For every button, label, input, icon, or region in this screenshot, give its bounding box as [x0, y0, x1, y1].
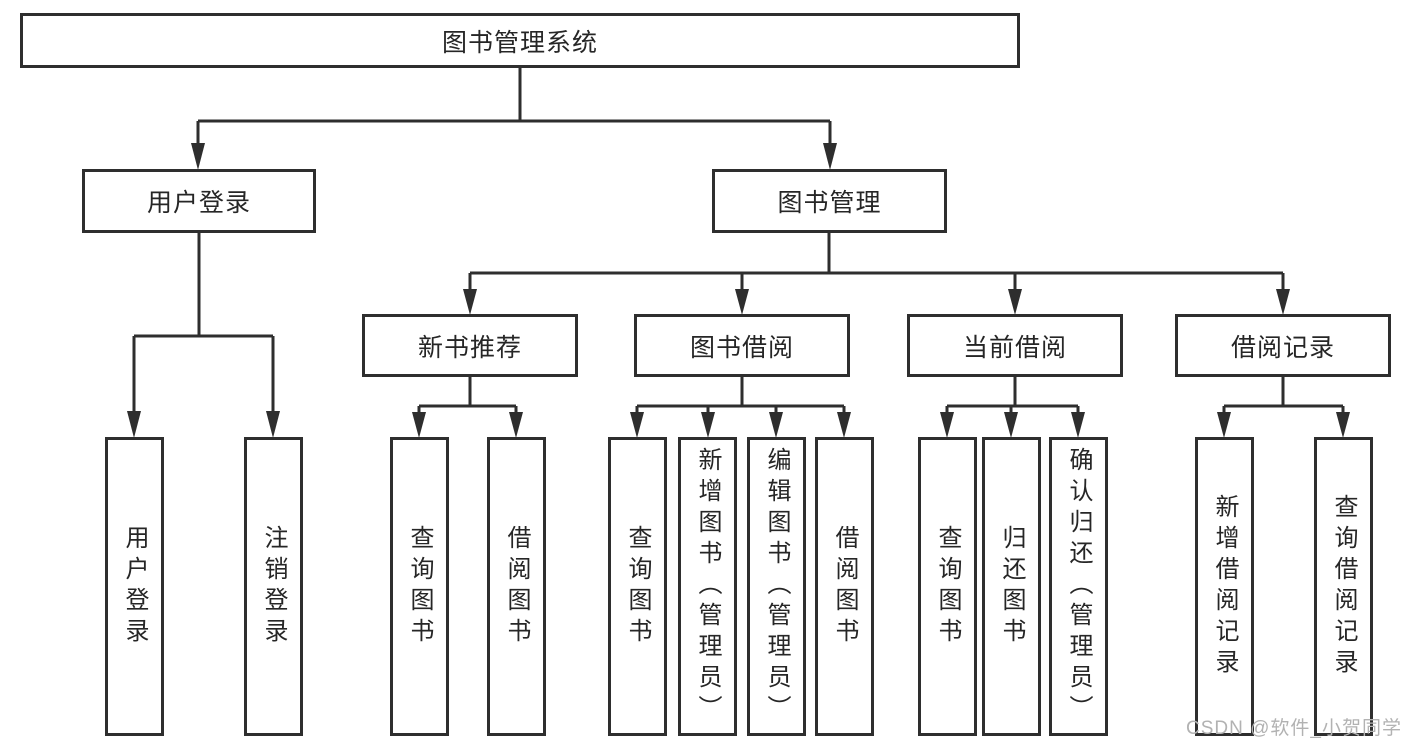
- connector-root-to-level2: [191, 68, 837, 170]
- connector-new-book-recommend-to-leaves: [412, 377, 523, 438]
- connector-user-login-to-leaves: [127, 233, 280, 438]
- node-book-borrowing: 图书借阅: [634, 314, 850, 377]
- node-borrow-records: 借阅记录: [1175, 314, 1391, 377]
- leaf-edit-books-admin: 编辑图书（管理员）: [747, 437, 806, 736]
- node-current-borrowing: 当前借阅: [907, 314, 1123, 377]
- leaf-user-login: 用户登录: [105, 437, 164, 736]
- leaf-logout: 注销登录: [244, 437, 303, 736]
- node-book-management: 图书管理: [712, 169, 947, 233]
- node-library-management-system: 图书管理系统: [20, 13, 1020, 68]
- connector-book-borrowing-to-leaves: [630, 377, 851, 438]
- node-user-login: 用户登录: [82, 169, 316, 233]
- node-new-book-recommend: 新书推荐: [362, 314, 578, 377]
- connector-book-management-to-level3: [463, 233, 1290, 315]
- connector-current-borrowing-to-leaves: [940, 377, 1085, 438]
- leaf-borrow-books: 借阅图书: [815, 437, 874, 736]
- leaf-query-books-recommend: 查询图书: [390, 437, 449, 736]
- leaf-borrow-books-recommend: 借阅图书: [487, 437, 546, 736]
- leaf-confirm-return-admin: 确认归还（管理员）: [1049, 437, 1108, 736]
- leaf-add-books-admin: 新增图书（管理员）: [678, 437, 737, 736]
- leaf-query-borrow-record: 查询借阅记录: [1314, 437, 1373, 736]
- leaf-query-books-borrowing: 查询图书: [608, 437, 667, 736]
- leaf-add-borrow-record: 新增借阅记录: [1195, 437, 1254, 736]
- watermark: CSDN @软件_小贺同学: [1186, 718, 1402, 739]
- leaf-query-books-current: 查询图书: [918, 437, 977, 736]
- leaf-return-books: 归还图书: [982, 437, 1041, 736]
- connector-borrow-records-to-leaves: [1217, 377, 1350, 438]
